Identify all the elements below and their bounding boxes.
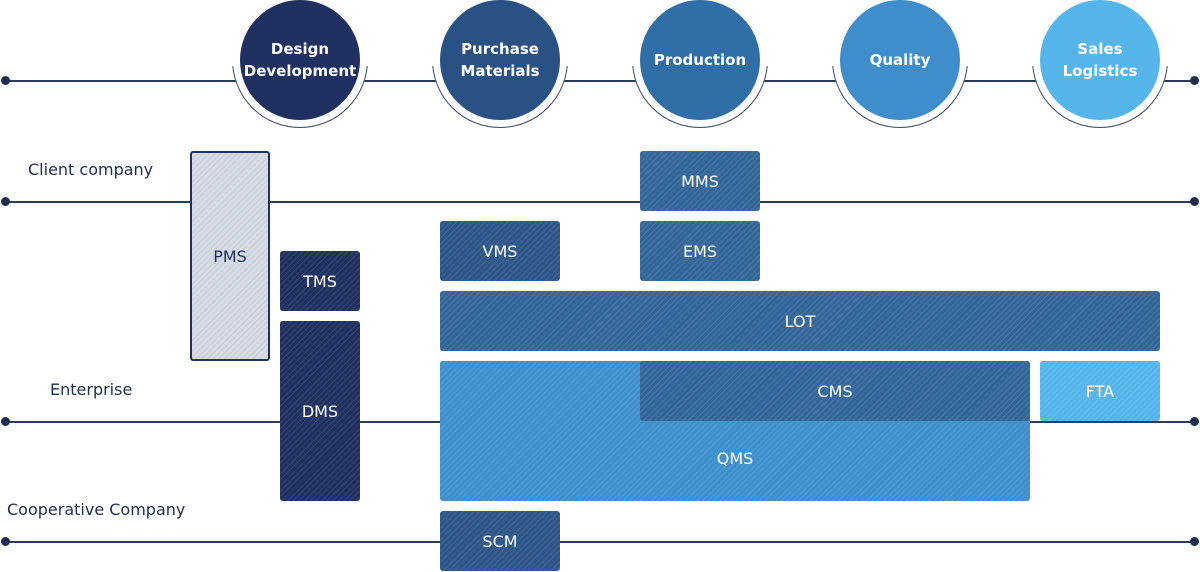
client-line-left-dot — [1, 197, 10, 206]
timeline-right-dot — [1190, 76, 1199, 85]
system-tms: TMS — [280, 251, 360, 311]
enterprise-line-left-dot — [1, 417, 10, 426]
system-fta: FTA — [1040, 361, 1160, 421]
stage-purchase-materials: Purchase Materials — [440, 0, 560, 120]
stage-production: Production — [640, 0, 760, 120]
stage-sales-logistics: Sales Logistics — [1040, 0, 1160, 120]
system-scm: SCM — [440, 511, 560, 571]
client-line — [5, 201, 1195, 203]
system-vms: VMS — [440, 221, 560, 281]
client-line-right-dot — [1190, 197, 1199, 206]
stage-timeline — [5, 80, 1195, 82]
system-ems: EMS — [640, 221, 760, 281]
cooperative-line-left-dot — [1, 537, 10, 546]
cooperative-line-right-dot — [1190, 537, 1199, 546]
system-dms: DMS — [280, 321, 360, 501]
system-mms: MMS — [640, 151, 760, 211]
enterprise-line-right-dot — [1190, 417, 1199, 426]
system-pms: PMS — [190, 151, 270, 361]
system-cms: CMS — [640, 361, 1030, 421]
row-label-cooperative-company: Cooperative Company — [7, 500, 186, 519]
row-label-client-company: Client company — [28, 160, 154, 179]
timeline-left-dot — [1, 76, 10, 85]
system-lot: LOT — [440, 291, 1160, 351]
cooperative-line — [5, 541, 1195, 543]
stage-design-development: Design Development — [240, 0, 360, 120]
stage-quality: Quality — [840, 0, 960, 120]
row-label-enterprise: Enterprise — [50, 380, 133, 399]
